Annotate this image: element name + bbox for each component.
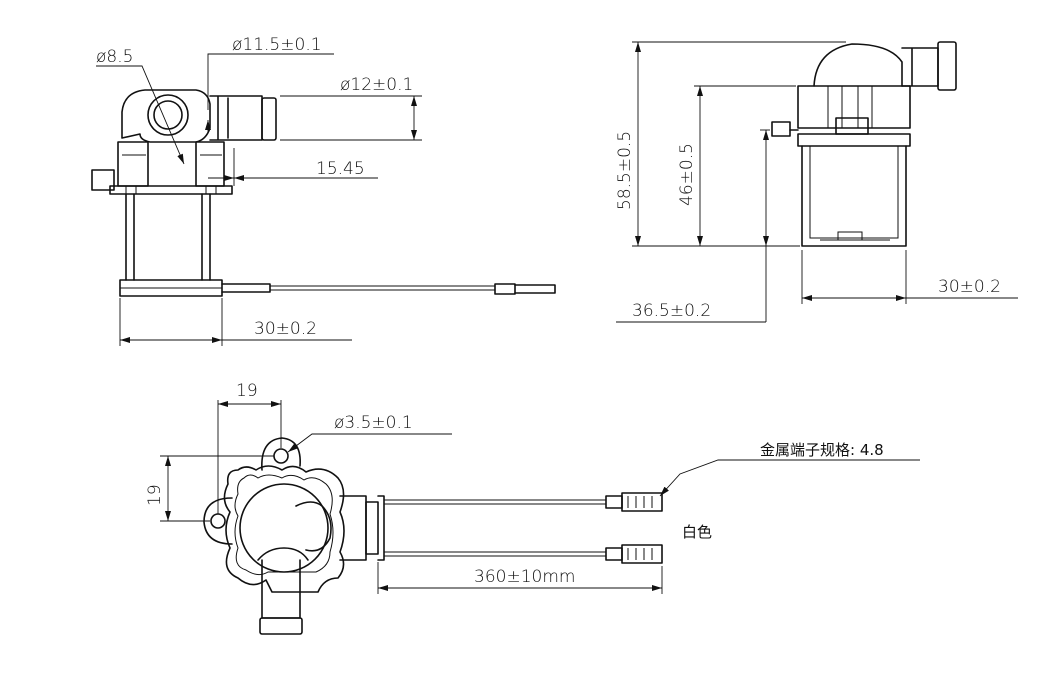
pipe-barb [261, 97, 277, 141]
right-post [195, 141, 225, 187]
dim-mount-offset-x: 19 [236, 381, 258, 401]
bottom-slot [837, 231, 863, 241]
outlet-pipe [209, 95, 263, 141]
left-post [117, 141, 149, 187]
dim-width: 30±0.2 [254, 319, 317, 339]
pump-housing-outline [223, 465, 345, 593]
outlet-hole-inner [153, 100, 183, 130]
dim-total-height: 58.5±0.5 [615, 131, 635, 210]
bottom-pipe-barb [259, 617, 303, 635]
elbow-housing [121, 89, 211, 143]
dim-offset: 15.45 [316, 159, 365, 179]
dim-cable-length: 360±10mm [474, 567, 575, 587]
top-mount-ear [261, 437, 301, 471]
front-view: 58.5±0.5 46±0.5 36.5±0.2 30±0.2 [615, 41, 1018, 323]
dim-width-front: 30±0.2 [938, 277, 1001, 297]
dim-depth: 36.5±0.2 [632, 301, 711, 321]
dim-mount-hole: ø3.5±0.1 [334, 413, 413, 433]
dim-outer-diameter-1: ø11.5±0.1 [232, 35, 322, 55]
outlet-hole-outer [147, 94, 189, 136]
note-terminal-spec: 金属端子规格: 4.8 [760, 441, 884, 459]
dim-hole-diameter: ø8.5 [96, 47, 133, 67]
dim-body-height: 46±0.5 [677, 143, 697, 206]
dim-mount-offset-y: 19 [145, 484, 165, 506]
mount-hole-leader [287, 433, 452, 453]
wire-top [384, 499, 606, 505]
cable-boot [221, 283, 271, 293]
base-flange [797, 133, 911, 147]
bottom-plate [119, 279, 223, 297]
pipe-end [937, 41, 957, 91]
top-view: 19 ø3.5±0.1 19 360±10mm 金属端子规格: 4.8 白色 [145, 381, 920, 635]
outlet-pipe-front [901, 47, 939, 87]
wire-bottom [384, 551, 606, 557]
center-tab [835, 117, 869, 135]
od1-leader [207, 53, 334, 110]
base-plate [109, 185, 233, 195]
top-mount-hole [273, 448, 289, 464]
cable [270, 285, 495, 291]
terminal-bottom [605, 544, 663, 564]
terminal-top [605, 492, 663, 512]
side-connector [771, 121, 791, 137]
inlet-boss [295, 501, 332, 552]
side-clip [91, 169, 115, 191]
housing-body [797, 85, 911, 129]
impeller-chamber [239, 483, 329, 573]
hole-leader [96, 65, 185, 165]
terminal-crimp [494, 283, 516, 295]
dim-outer-diameter-2: ø12±0.1 [340, 75, 413, 95]
terminal-spec-leader [659, 459, 920, 497]
side-view: ø8.5 ø11.5±0.1 ø12±0.1 15.45 30±0.2 [91, 35, 556, 346]
note-wire-color: 白色 [682, 523, 712, 541]
cable-grommet [365, 501, 379, 555]
dome-cap [813, 43, 903, 87]
support-legs [125, 193, 211, 281]
terminal-blade [514, 284, 556, 294]
left-mount-hole [210, 513, 226, 529]
lower-box [801, 145, 907, 247]
